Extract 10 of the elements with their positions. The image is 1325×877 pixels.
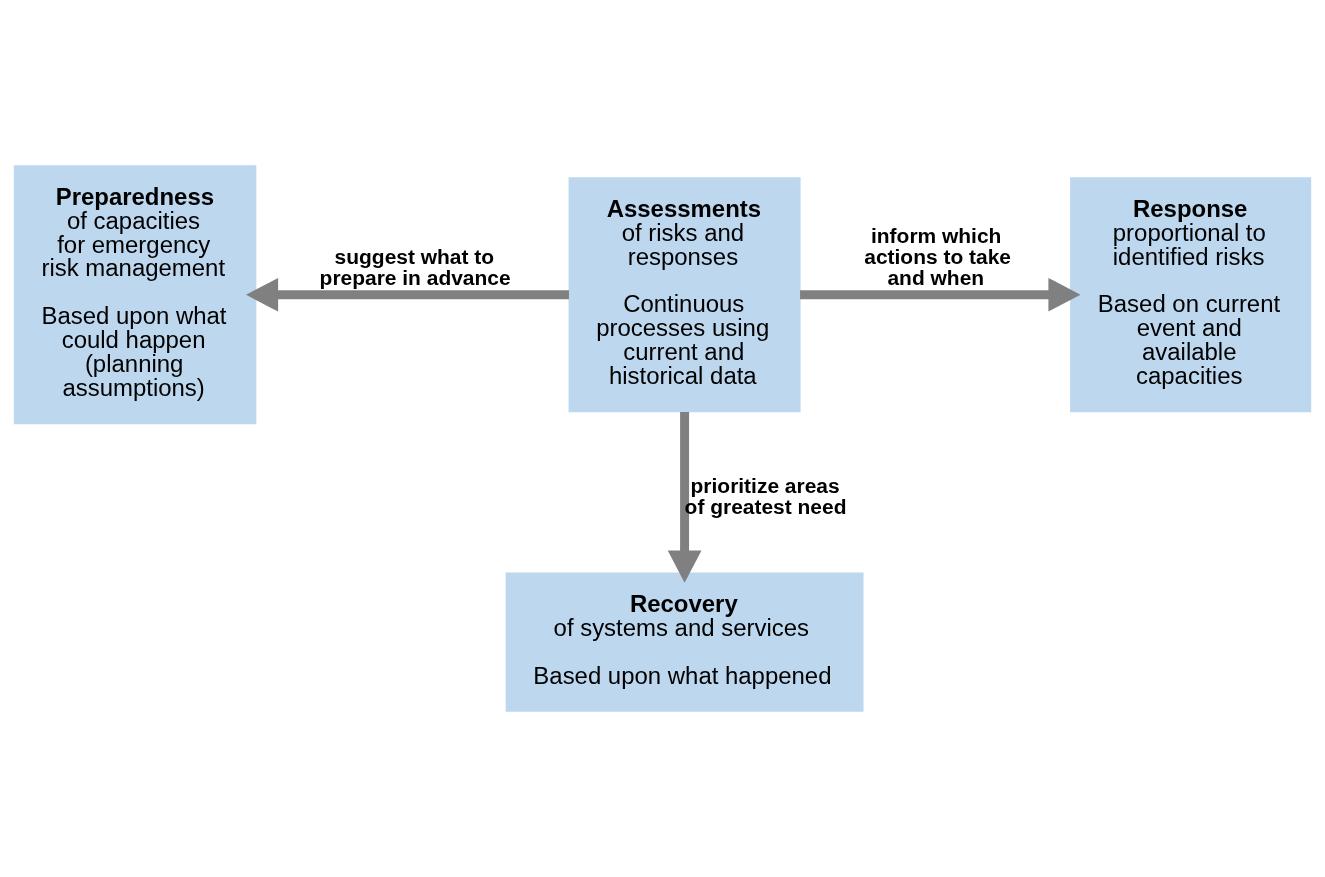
edge-label: prioritize areas of greatest need	[684, 473, 847, 518]
edge-label: inform which actions to take and when	[864, 223, 1011, 289]
node-box: Response proportional to identified risks Based on current event and available capacities	[1070, 177, 1312, 413]
edge-label: suggest what to prepare in advance	[319, 244, 511, 289]
arrow	[667, 411, 702, 583]
node-box: Preparedness of capacities for emergency risk management Based upon what could happen (planning assumptions)	[13, 165, 257, 425]
arrow	[246, 277, 569, 312]
arrow	[800, 277, 1081, 312]
node-box: Recovery of systems and services Based upon what happened	[505, 572, 864, 712]
node-box: Assessments of risks and responses Continuous processes using current and historical data	[568, 177, 801, 413]
